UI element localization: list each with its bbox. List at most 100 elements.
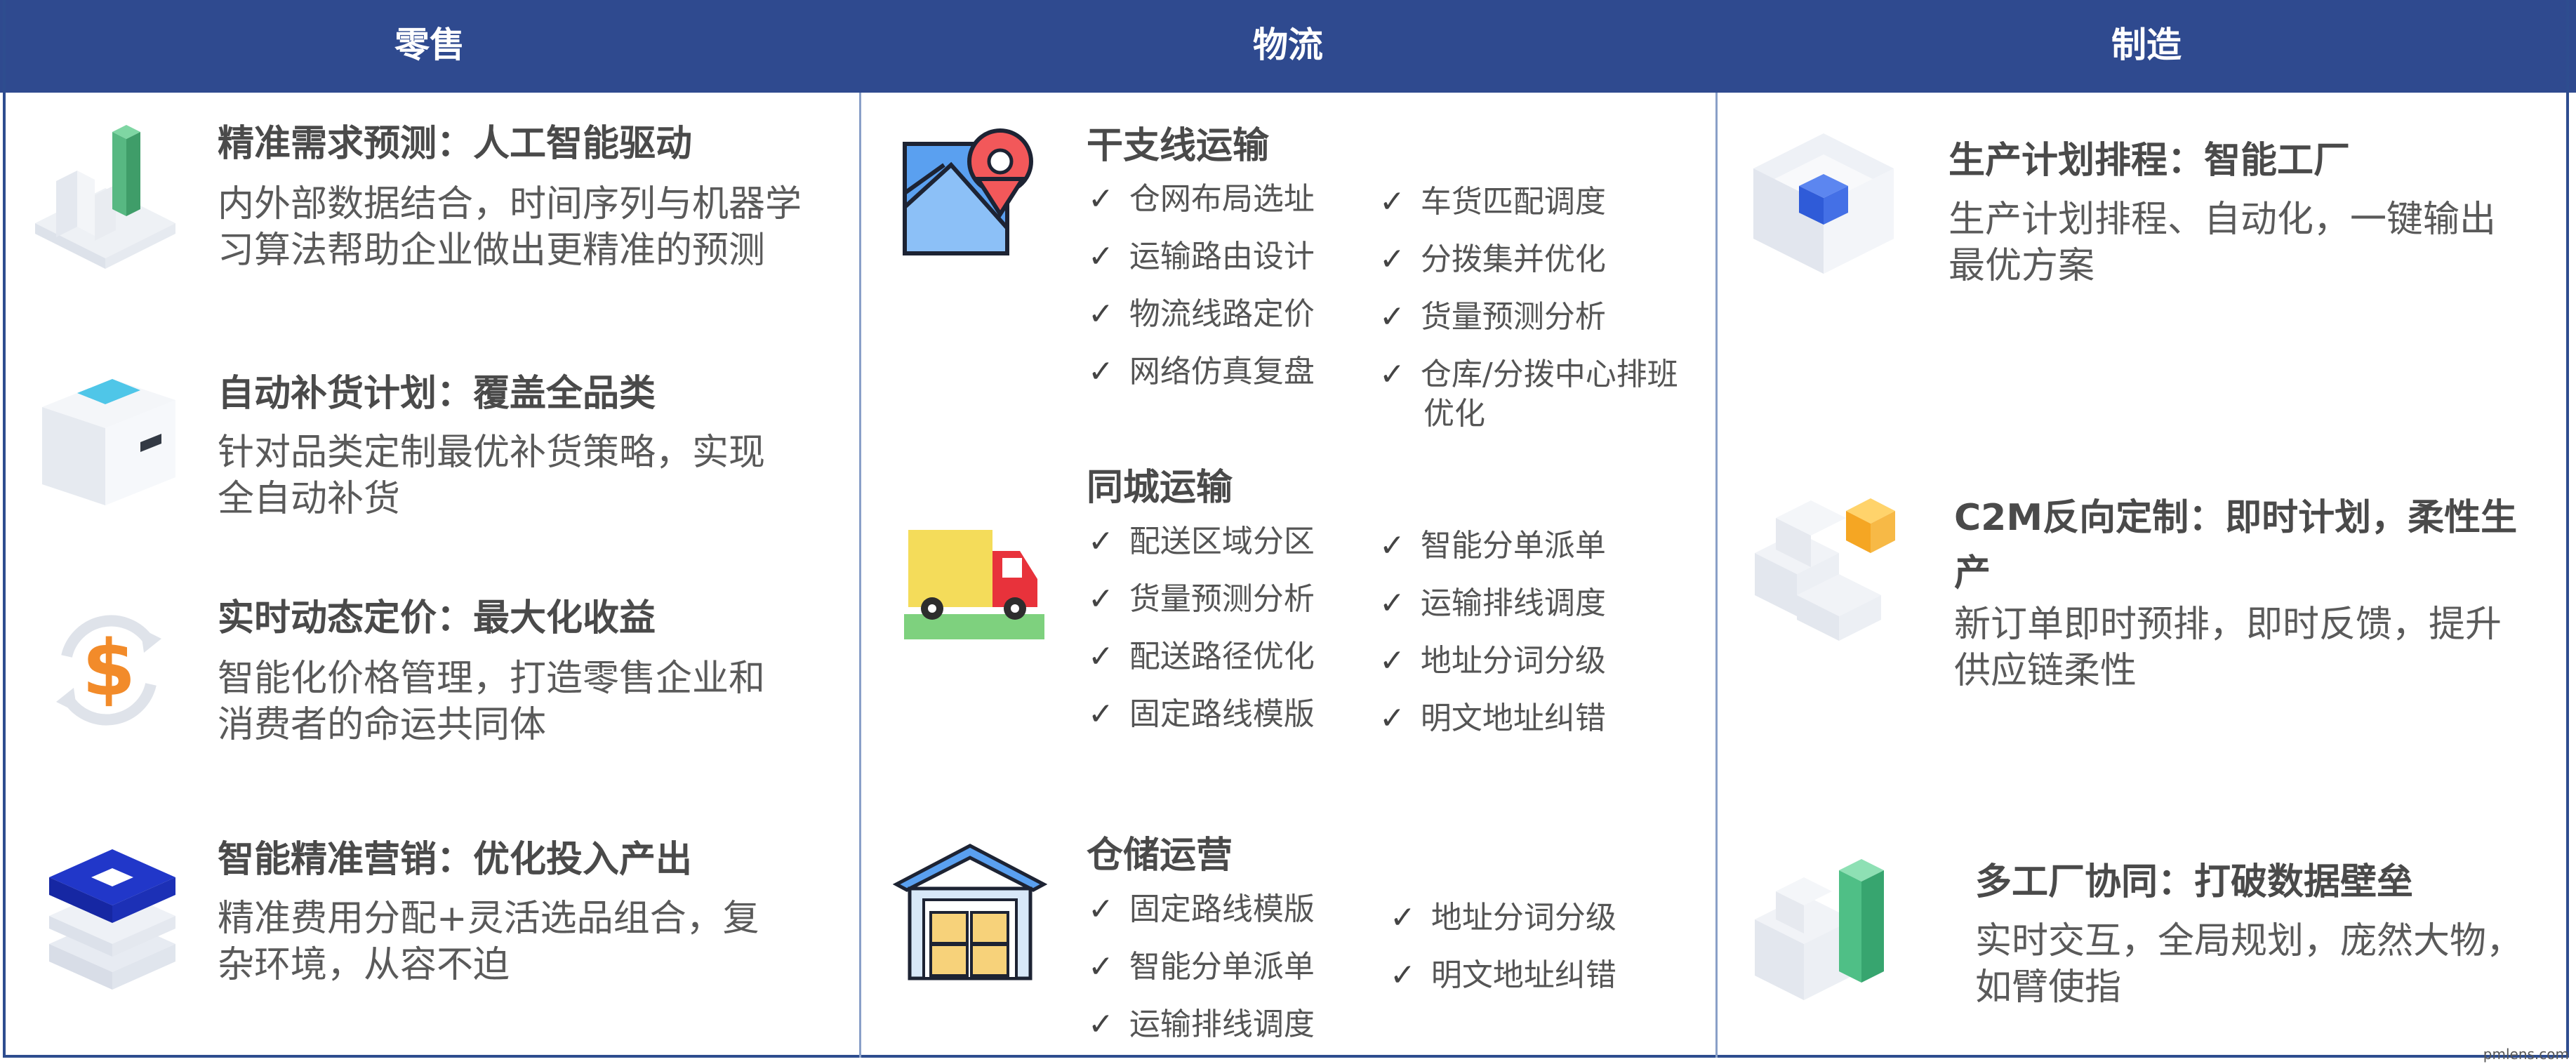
- manufacturing-item-title: 生产计划排程：智能工厂: [1948, 140, 2351, 182]
- list-item-label: 配送区域分区: [1129, 524, 1315, 559]
- check-icon: ✓: [1379, 357, 1405, 392]
- manufacturing-item-desc: 新订单即时预排，即时反馈，提升 供应链柔性: [1954, 601, 2502, 694]
- cube-icon: [1739, 119, 1908, 288]
- list-item-label: 配送路径优化: [1129, 639, 1315, 674]
- check-icon: ✓: [1088, 581, 1114, 617]
- check-icon: ✓: [1379, 299, 1405, 335]
- title-line: 产: [1954, 552, 1991, 594]
- check-icon: ✓: [1088, 524, 1114, 559]
- manufacturing-item-desc: 实时交互，全局规划，庞然大物， 如臂使指: [1975, 918, 2523, 1011]
- desc-line: 生产计划排程、自动化，一键输出: [1948, 199, 2497, 241]
- factory-blocks-icon: [1748, 842, 1909, 1004]
- city-left-list: ✓ 配送区域分区 ✓ 货量预测分析 ✓ 配送路径优化 ✓ 固定路线模版: [1088, 522, 1315, 734]
- dollar-cycle-icon: $: [49, 600, 168, 740]
- list-item-continuation: 优化: [1423, 396, 1485, 432]
- list-item: ✓智能分单派单: [1088, 947, 1315, 987]
- column-header-retail: 零售: [394, 25, 465, 65]
- list-item-label: 运输排线调度: [1129, 1006, 1315, 1042]
- desc-line: 杂环境，从容不迫: [218, 944, 510, 986]
- list-item-label: 明文地址纠错: [1430, 957, 1616, 993]
- list-item-label: 车货匹配调度: [1420, 184, 1606, 220]
- check-icon: ✓: [1390, 957, 1416, 993]
- list-item: ✓ 运输排线调度: [1379, 584, 1606, 623]
- city-right-list: ✓ 智能分单派单 ✓ 运输排线调度 ✓ 地址分词分级 ✓ 明文地址纠错: [1379, 526, 1606, 738]
- column-divider: [859, 93, 861, 1058]
- watermark: pmlens.com: [2483, 1046, 2569, 1063]
- manufacturing-item-title: 多工厂协同：打破数据壁垒: [1975, 861, 2414, 903]
- check-icon: ✓: [1088, 949, 1114, 985]
- list-item: ✓地址分词分级: [1390, 898, 1616, 938]
- list-item: ✓仓网布局选址: [1088, 180, 1315, 219]
- list-item-label: 分拨集并优化: [1420, 241, 1606, 277]
- trunk-right-list: ✓ 车货匹配调度 ✓ 分拨集并优化 ✓ 货量预测分析 ✓仓库/分拨中心排班 优化: [1379, 182, 1678, 434]
- desc-line: 如臂使指: [1975, 966, 2122, 1009]
- retail-item-title: 智能精准营销：优化投入产出: [218, 839, 693, 881]
- list-item: ✓ 分拨集并优化: [1379, 240, 1678, 279]
- check-icon: ✓: [1379, 184, 1405, 220]
- list-item-label: 货量预测分析: [1129, 581, 1315, 617]
- check-icon: ✓: [1088, 639, 1114, 674]
- check-icon: ✓: [1379, 528, 1405, 564]
- retail-item-title: 精准需求预测：人工智能驱动: [218, 123, 693, 165]
- check-icon: ✓: [1379, 585, 1405, 621]
- warehouse-left-list: ✓ 固定路线模版 ✓智能分单派单 ✓ 运输排线调度: [1088, 890, 1315, 1044]
- map-pin-icon: [902, 123, 1042, 263]
- manufacturing-item-desc: 生产计划排程、自动化，一键输出 最优方案: [1948, 197, 2496, 289]
- desc-line: 内外部数据结合，时间序列与机器学: [218, 183, 802, 225]
- list-item-label: 运输排线调度: [1420, 585, 1606, 621]
- warehouse-icon: [893, 842, 1047, 983]
- list-item-label: 网络仿真复盘: [1129, 354, 1315, 390]
- retail-item-desc: 针对品类定制最优补货策略，实现 全自动补货: [218, 430, 765, 522]
- layers-icon: [42, 839, 182, 1000]
- list-item-label: 明文地址纠错: [1420, 700, 1606, 736]
- desc-line: 最优方案: [1948, 245, 2095, 287]
- list-item-label: 地址分词分级: [1430, 900, 1616, 936]
- title-line: C2M反向定制：即时计划，柔性生: [1954, 497, 2518, 539]
- column-divider: [1715, 93, 1718, 1058]
- desc-line: 智能化价格管理，打造零售企业和: [218, 658, 766, 700]
- list-item-label: 地址分词分级: [1420, 643, 1606, 679]
- list-item: ✓ 智能分单派单: [1379, 526, 1606, 566]
- table-frame: [3, 0, 2569, 1058]
- trunk-left-list: ✓仓网布局选址 ✓运输路由设计 ✓物流线路定价 ✓网络仿真复盘: [1088, 180, 1315, 392]
- retail-item-desc: 内外部数据结合，时间序列与机器学 习算法帮助企业做出更精准的预测: [218, 181, 802, 274]
- desc-line: 习算法帮助企业做出更精准的预测: [218, 230, 766, 272]
- list-item: ✓ 货量预测分析: [1088, 580, 1315, 619]
- desc-line: 全自动补货: [218, 478, 401, 520]
- list-item-label: 货量预测分析: [1420, 299, 1606, 335]
- cubes-icon: [1748, 483, 1909, 644]
- list-item: ✓ 网络仿真复盘: [1088, 352, 1315, 392]
- section-title-city: 同城运输: [1087, 467, 1233, 509]
- section-title-trunk: 干支线运输: [1087, 125, 1270, 167]
- list-item: ✓ 货量预测分析: [1379, 298, 1678, 337]
- check-icon: ✓: [1088, 1006, 1114, 1042]
- list-item: ✓仓库/分拨中心排班: [1379, 355, 1678, 394]
- check-icon: ✓: [1379, 700, 1405, 736]
- retail-item-title: 实时动态定价：最大化收益: [218, 597, 656, 639]
- list-item-label: 固定路线模版: [1129, 696, 1315, 732]
- list-item-label: 固定路线模版: [1129, 891, 1315, 927]
- check-icon: ✓: [1088, 181, 1114, 217]
- chart-bars-icon: [28, 111, 182, 272]
- retail-item-title: 自动补货计划：覆盖全品类: [218, 373, 656, 415]
- list-item: ✓运输路由设计: [1088, 237, 1315, 277]
- list-item: ✓ 配送路径优化: [1088, 637, 1315, 677]
- list-item: ✓ 配送区域分区: [1088, 522, 1315, 561]
- column-header-manufacturing: 制造: [2111, 25, 2182, 65]
- column-header-logistics: 物流: [1253, 25, 1323, 65]
- check-icon: ✓: [1088, 354, 1114, 390]
- list-item: ✓物流线路定价: [1088, 295, 1315, 334]
- list-item-label: 运输路由设计: [1129, 239, 1315, 274]
- list-item: ✓ 车货匹配调度: [1379, 182, 1678, 222]
- manufacturing-item-title: C2M反向定制：即时计划，柔性生 产: [1954, 488, 2517, 596]
- section-title-warehouse: 仓储运营: [1087, 834, 1233, 877]
- list-item-label: 物流线路定价: [1129, 296, 1315, 332]
- check-icon: ✓: [1379, 241, 1405, 277]
- warehouse-right-list: ✓地址分词分级 ✓ 明文地址纠错: [1390, 898, 1616, 995]
- desc-line: 消费者的命运共同体: [218, 704, 547, 746]
- desc-line: 实时交互，全局规划，庞然大物，: [1975, 920, 2523, 962]
- desc-line: 供应链柔性: [1954, 650, 2137, 692]
- delivery-truck-icon: [904, 523, 1044, 642]
- list-item-label: 智能分单派单: [1420, 528, 1606, 564]
- retail-item-desc: 精准费用分配+灵活选品组合，复 杂环境，从容不迫: [218, 896, 759, 988]
